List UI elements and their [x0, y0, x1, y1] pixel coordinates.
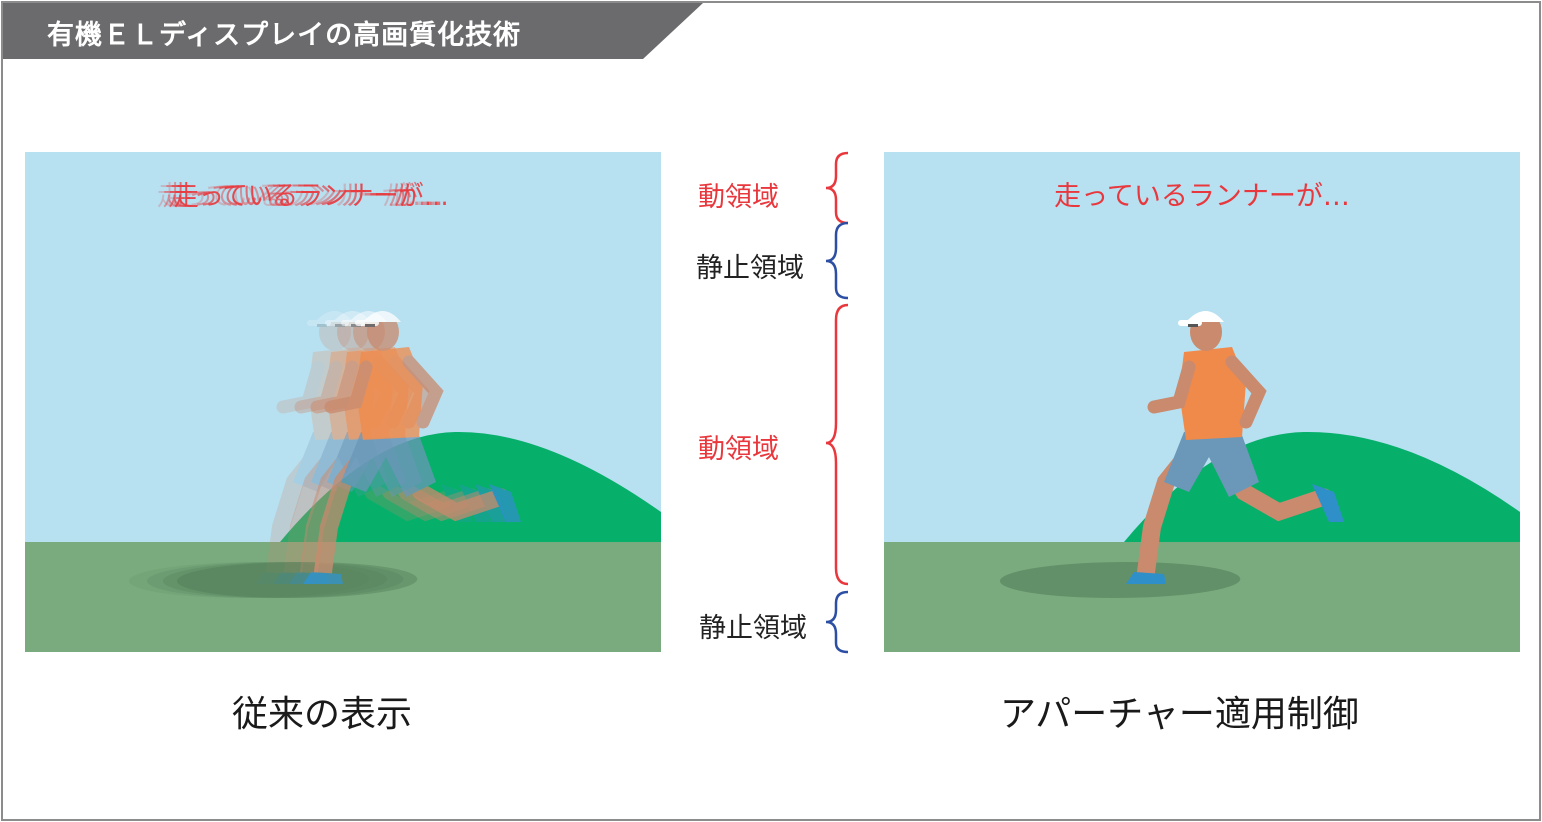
aperture-caption: 走っているランナーが… — [1054, 181, 1350, 212]
header-banner: 有機ＥＬディスプレイの高画質化技術 — [3, 3, 703, 59]
brace-moving-top — [825, 151, 849, 225]
caption-ghost: 走っているランナーが… — [162, 181, 438, 212]
brace-static-top — [825, 221, 849, 300]
region-label-moving-mid: 動領域 — [698, 434, 779, 465]
region-braces — [825, 151, 849, 654]
region-label-moving-top: 動領域 — [698, 182, 779, 213]
conventional-label: 従来の表示 — [232, 694, 413, 735]
aperture-scene: 走っているランナーが… — [884, 152, 1520, 652]
aperture-label: アパーチャー適用制御 — [1000, 694, 1359, 735]
conventional-scene-art — [25, 152, 661, 652]
brace-moving-mid — [825, 303, 849, 586]
aperture-scene-art — [884, 152, 1520, 652]
region-label-static-bottom: 静止領域 — [699, 613, 807, 644]
caption-ghost: 走っているランナーが… — [157, 181, 432, 212]
brace-static-bottom — [825, 590, 849, 654]
conventional-caption: 走っているランナーが… — [173, 181, 449, 212]
header-banner-shape — [3, 3, 703, 59]
conventional-scene: 走っているランナーが… 走っているランナーが… 走っているランナーが… 走ってい… — [25, 152, 661, 652]
header-title: 有機ＥＬディスプレイの高画質化技術 — [47, 20, 522, 51]
caption-ghost: 走っているランナーが… — [168, 181, 444, 212]
region-label-static-top: 静止領域 — [696, 253, 804, 284]
